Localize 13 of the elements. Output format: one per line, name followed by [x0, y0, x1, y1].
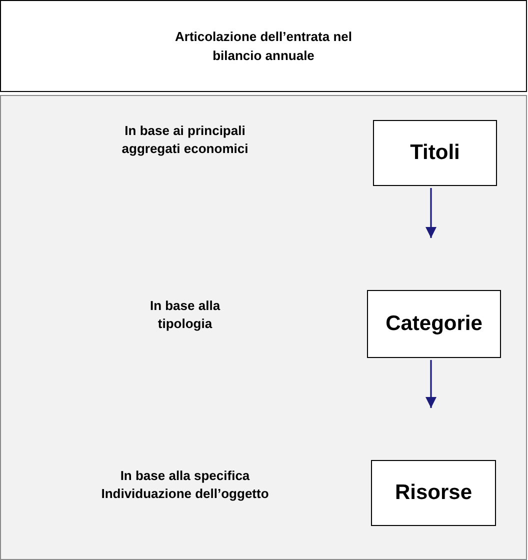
arrow — [425, 188, 437, 238]
title-text: Articolazione dell’entrata nel bilancio annuale — [174, 28, 353, 65]
title-box — [0, 0, 527, 92]
level-box — [371, 460, 496, 526]
level-box — [367, 290, 501, 358]
arrow — [425, 360, 437, 408]
level-label: Titoli — [410, 140, 460, 166]
level-box — [373, 120, 497, 186]
level-label: Categorie — [386, 311, 482, 338]
description-text: In base ai principali aggregati economici — [120, 122, 250, 158]
level-label: Risorse — [394, 480, 472, 506]
description-text: In base alla tipologia — [148, 297, 222, 333]
description-text: In base alla specifica Individuazione dell’oggetto — [100, 467, 270, 503]
